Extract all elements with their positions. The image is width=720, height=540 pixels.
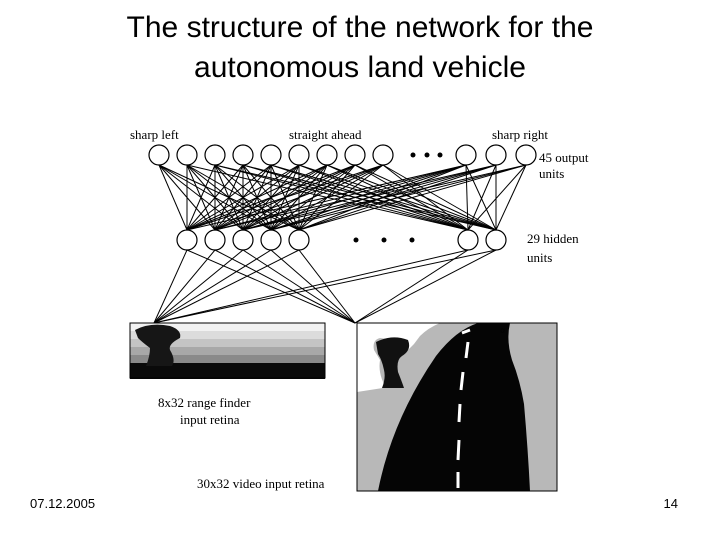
hidden-range-connection [153, 249, 188, 324]
output-hidden-connection [495, 164, 527, 231]
output-unit-node [344, 144, 366, 166]
output-hidden-connection [186, 164, 467, 231]
hidden-range-connection [153, 249, 300, 324]
output-hidden-connection [465, 164, 497, 231]
hidden-ellipsis-dots [353, 237, 415, 243]
output-unit-node [176, 144, 198, 166]
hidden-video-connection [354, 249, 469, 324]
output-hidden-connection [382, 164, 469, 231]
hidden-unit-node [457, 229, 479, 251]
hidden-unit-node [288, 229, 310, 251]
slide-date: 07.12.2005 [30, 496, 96, 511]
hidden-video-connection [354, 249, 497, 324]
output-hidden-connection [214, 164, 467, 231]
output-units-row [148, 144, 537, 166]
output-unit-node [485, 144, 507, 166]
hidden-unit-node [232, 229, 254, 251]
output-hidden-connection [242, 164, 527, 231]
hidden-unit-node [204, 229, 226, 251]
output-unit-node [316, 144, 338, 166]
output-unit-node [260, 144, 282, 166]
label-range-finder-1: 8x32 range finder [158, 395, 251, 410]
output-ellipsis-dots [410, 152, 443, 158]
range-finder-retina-image [129, 322, 326, 379]
output-hidden-connection [467, 164, 497, 231]
svg-text:¤: ¤ [500, 326, 505, 337]
output-hidden-connections [158, 164, 527, 231]
output-unit-node [455, 144, 477, 166]
slide-title: The structure of the network for the aut… [60, 8, 660, 88]
hidden-input-connections [153, 249, 497, 324]
output-hidden-connection [186, 164, 244, 231]
hidden-unit-node [176, 229, 198, 251]
output-unit-node [204, 144, 226, 166]
hidden-range-connection [153, 249, 216, 324]
label-hidden-units-1: 29 hidden [527, 231, 579, 246]
label-video-retina: 30x32 video input retina [197, 476, 325, 491]
output-hidden-connection [186, 164, 356, 231]
output-hidden-connection [186, 164, 300, 231]
hidden-range-connection [153, 249, 272, 324]
label-sharp-right: sharp right [492, 127, 548, 142]
hidden-unit-node [260, 229, 282, 251]
output-hidden-connection [298, 164, 527, 231]
hidden-video-connection [214, 249, 356, 324]
hidden-video-connection [186, 249, 356, 324]
hidden-unit-node [485, 229, 507, 251]
slide-title-line-2: autonomous land vehicle [194, 51, 526, 84]
output-hidden-connection [214, 164, 384, 231]
output-unit-node [288, 144, 310, 166]
hidden-range-connection [153, 249, 244, 324]
output-hidden-connection [214, 164, 497, 231]
output-hidden-connection [467, 164, 527, 231]
hidden-units-row [176, 229, 507, 251]
output-unit-node [372, 144, 394, 166]
slide-title-line-1: The structure of the network for the [126, 11, 594, 44]
label-output-units-1: 45 output [539, 150, 589, 165]
output-hidden-connection [186, 164, 216, 231]
output-hidden-connection [186, 164, 272, 231]
hidden-video-connection [242, 249, 356, 324]
label-output-units-2: units [539, 166, 564, 181]
output-unit-node [515, 144, 537, 166]
label-straight-ahead: straight ahead [289, 127, 362, 142]
label-range-finder-2: input retina [180, 412, 240, 427]
output-unit-node [232, 144, 254, 166]
video-retina-image: ¤ [356, 322, 558, 492]
label-hidden-units-2: units [527, 250, 552, 265]
output-hidden-connection [186, 164, 328, 231]
hidden-range-connection [153, 249, 497, 324]
hidden-range-connection [153, 249, 469, 324]
output-unit-node [148, 144, 170, 166]
output-hidden-connection [158, 164, 188, 231]
output-hidden-connection [465, 164, 469, 231]
output-hidden-connection [242, 164, 497, 231]
slide-page-number: 14 [663, 496, 678, 511]
output-hidden-connection [270, 164, 527, 231]
output-hidden-connection [186, 164, 384, 231]
label-sharp-left: sharp left [130, 127, 179, 142]
output-hidden-connection [242, 164, 384, 231]
